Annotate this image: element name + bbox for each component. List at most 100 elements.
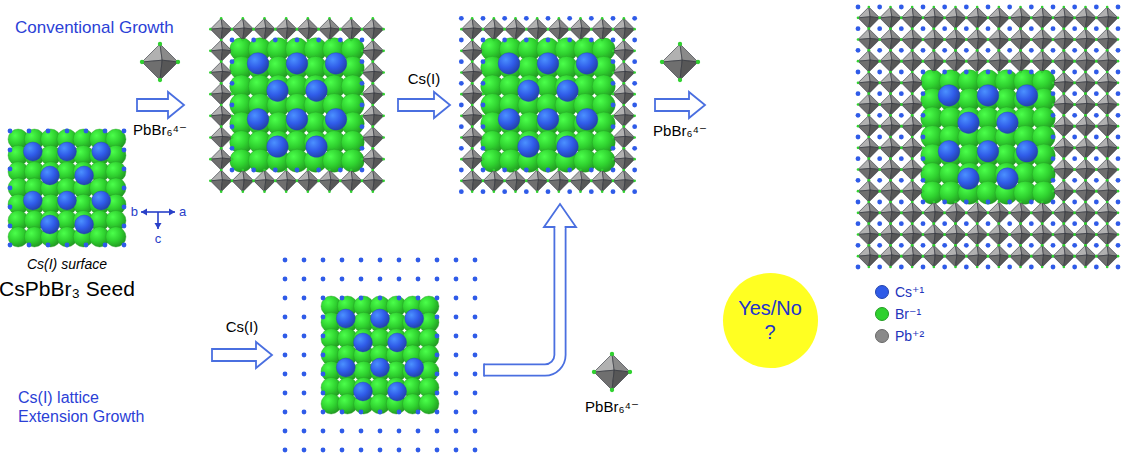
- br-dot: [471, 104, 474, 107]
- octahedron-face: [966, 60, 978, 72]
- cs-dot: [611, 103, 616, 108]
- br-dot: [987, 233, 990, 236]
- cs-dot: [964, 48, 969, 53]
- pbbr6-octahedron: [209, 60, 233, 84]
- br-dot: [1117, 147, 1120, 150]
- br-dot: [372, 17, 375, 20]
- br-dot: [878, 212, 881, 215]
- br-dot: [612, 136, 615, 139]
- br-dot: [911, 179, 914, 182]
- octahedron-face: [221, 62, 232, 73]
- br-dot: [976, 49, 979, 52]
- octahedron-face: [1096, 168, 1108, 180]
- octahedron-face: [1064, 103, 1075, 115]
- octahedron-face: [559, 28, 570, 40]
- br-dot: [933, 222, 936, 225]
- octahedron-face: [286, 28, 297, 40]
- octahedron-face: [945, 29, 957, 40]
- cs-sphere: [247, 53, 269, 75]
- br-dot: [1063, 27, 1066, 30]
- br-dot: [601, 169, 604, 172]
- octahedron-face: [1010, 17, 1022, 29]
- cs-dot: [1051, 5, 1056, 10]
- br-dot: [998, 6, 1001, 9]
- br-dot: [954, 71, 957, 74]
- br-dot: [998, 222, 1001, 225]
- octahedron-face: [613, 136, 625, 148]
- br-dot: [868, 71, 871, 74]
- octahedron-face: [1053, 38, 1065, 50]
- br-dot: [1063, 6, 1066, 9]
- octahedron-face: [1096, 233, 1108, 245]
- br-dot: [1041, 266, 1044, 269]
- octahedron-face: [1064, 17, 1075, 29]
- br-dot: [922, 233, 925, 236]
- octahedron-face: [1010, 245, 1022, 256]
- octahedron-face: [1053, 147, 1065, 159]
- octahedron-face: [221, 18, 232, 29]
- pbbr6-octahedron: [900, 27, 924, 51]
- octahedron-face: [613, 127, 625, 138]
- octahedron-face: [869, 82, 880, 94]
- br-dot: [1041, 201, 1044, 204]
- br-dot: [900, 82, 903, 85]
- cs-sphere: [23, 142, 42, 161]
- octahedron-face: [988, 202, 1000, 213]
- cs-sphere: [576, 53, 598, 75]
- cs-dot: [481, 38, 486, 43]
- br-dot: [878, 190, 881, 193]
- octahedron-face: [373, 62, 384, 73]
- octahedron-face: [570, 170, 582, 181]
- octahedron-face: [901, 137, 913, 148]
- cs-sphere: [58, 191, 77, 210]
- br-dot: [1106, 266, 1109, 269]
- octahedron-face: [858, 190, 870, 202]
- octahedron-face: [265, 180, 276, 192]
- cs-sphere: [498, 53, 520, 75]
- br-dot: [623, 169, 626, 172]
- cs-dot: [964, 5, 969, 10]
- pbbr6-octahedron: [1073, 71, 1097, 95]
- cs-dot: [1116, 221, 1121, 226]
- br-dot: [889, 136, 892, 139]
- br-dot: [263, 39, 266, 42]
- pbbr6-octahedron: [922, 27, 946, 51]
- octahedron-face: [1031, 233, 1043, 245]
- cs-dot: [273, 168, 278, 173]
- cs-dot: [899, 156, 904, 161]
- cs-dot: [1094, 135, 1099, 140]
- br-dot: [1030, 255, 1033, 258]
- br-dot: [633, 50, 636, 53]
- octahedron-face: [880, 168, 892, 180]
- cs-dot: [1051, 265, 1056, 270]
- octahedron-face: [362, 115, 374, 127]
- octahedron-face: [570, 28, 582, 40]
- pbbr6-octahedron: [1052, 27, 1076, 51]
- pbbr6-octahedron: [231, 169, 255, 193]
- pbbr6-octahedron: [1073, 92, 1097, 116]
- br-dot: [1106, 49, 1109, 52]
- octahedron-face: [1086, 17, 1097, 29]
- octahedron-face: [901, 17, 913, 29]
- br-dot: [1052, 17, 1055, 20]
- br-dot: [209, 115, 212, 118]
- octahedron-face: [1086, 38, 1097, 50]
- octahedron-face: [1096, 125, 1108, 137]
- br-dot: [965, 38, 968, 41]
- octahedron-face: [1053, 29, 1065, 40]
- br-dot: [1008, 255, 1011, 258]
- octahedron-face: [1107, 255, 1118, 267]
- pbbr6-octahedron: [1095, 6, 1119, 30]
- br-dot: [922, 125, 925, 128]
- octahedron-face: [1064, 82, 1075, 94]
- cs-dot: [546, 168, 551, 173]
- octahedron-face: [297, 18, 309, 29]
- octahedron-face: [934, 212, 945, 224]
- octahedron-face: [858, 180, 870, 191]
- octahedron-face: [1075, 60, 1087, 72]
- octahedron-face: [1053, 125, 1065, 137]
- br-dot: [1095, 17, 1098, 20]
- octahedron-face: [999, 233, 1010, 245]
- br-dot: [943, 212, 946, 215]
- octahedron-face: [1053, 159, 1065, 170]
